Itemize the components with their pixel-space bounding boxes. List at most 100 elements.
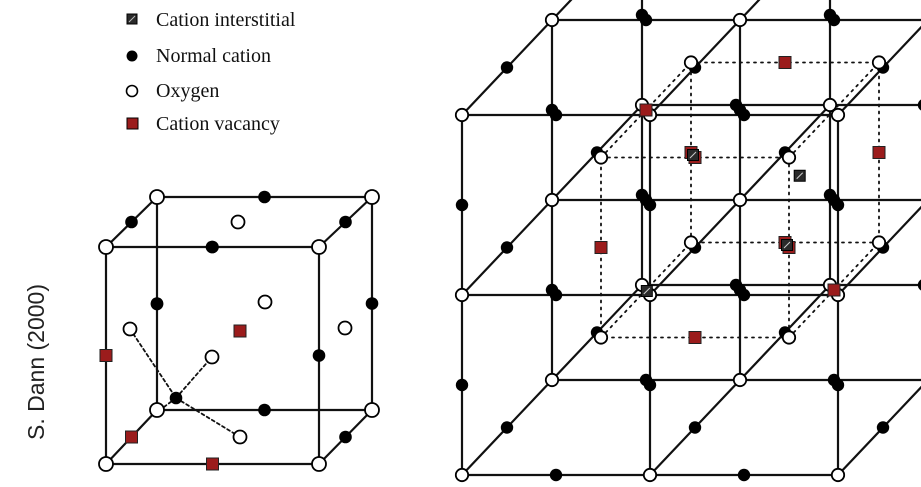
cation-vacancy (827, 283, 841, 297)
oxygen-ion (732, 12, 748, 28)
cation-ion (827, 13, 841, 27)
cation-ion (365, 297, 379, 310)
legend-item-cation-vacancy: Cation vacancy (126, 113, 280, 135)
legend-item-cation-interstitial: Cation interstitial (126, 9, 296, 31)
legend-item-oxygen: Oxygen (125, 80, 219, 102)
cation-ion (312, 349, 326, 362)
lattice-depth-line (836, 25, 921, 117)
cation-ion (688, 421, 702, 434)
cation-ion (917, 279, 921, 291)
oxygen-ion (337, 320, 353, 336)
oxygen-ion (98, 239, 114, 255)
cation-ion (737, 108, 751, 122)
oxygen-ion (642, 467, 658, 483)
oxygen-ion (364, 402, 380, 418)
oxygen-ion (871, 55, 887, 70)
oxygen-ion (830, 467, 846, 483)
oxygen-ion (311, 456, 327, 472)
cation-ion (639, 13, 653, 27)
jump-path (129, 328, 177, 399)
cation-ion (917, 99, 921, 111)
oxygen-ion (98, 456, 114, 472)
cation-interstitial (640, 285, 653, 297)
cation-ion (455, 378, 469, 392)
cation-vacancy (594, 241, 608, 254)
cation-ion (125, 215, 138, 229)
oxygen-ion (683, 55, 699, 70)
cation-ion (549, 468, 563, 482)
large-lattice-block (454, 0, 921, 483)
interstitial-hatch (783, 241, 791, 249)
oxygen-ion (257, 294, 273, 310)
cation-ion (831, 378, 845, 392)
cation-vacancy (206, 457, 219, 471)
oxygen-marker-icon (125, 84, 139, 98)
oxygen-ion (230, 214, 246, 230)
cation-vacancy (99, 349, 113, 362)
oxygen-ion (830, 107, 846, 123)
cation-ion (643, 198, 657, 212)
cation-ion (876, 421, 890, 434)
oxygen-ion (593, 330, 609, 345)
cation-ion (500, 61, 514, 74)
cation-ion (831, 198, 845, 212)
interstitial-hatch (643, 287, 651, 295)
oxygen-ion (454, 287, 470, 303)
cation-interstitial (687, 149, 699, 161)
interstitial-hatch-icon (128, 15, 136, 23)
cation-vacancy (125, 430, 138, 444)
oxygen-ion (544, 12, 560, 28)
cation-ion (339, 215, 352, 229)
cation-ion (549, 288, 563, 302)
oxygen-ion (149, 402, 165, 418)
legend-label: Oxygen (156, 80, 219, 102)
cation-ion (258, 190, 271, 204)
credit-label: S. Dann (2000) (23, 284, 49, 440)
legend-label: Normal cation (156, 45, 271, 67)
oxygen-ion (822, 97, 838, 113)
jump-path (175, 397, 241, 438)
oxygen-ion (122, 321, 138, 337)
oxygen-ion (232, 429, 248, 445)
cation-ion (455, 198, 469, 212)
cation-interstitial (781, 239, 793, 251)
cation-vacancy (688, 331, 702, 344)
legend-label: Cation interstitial (156, 9, 296, 31)
cation-ion (258, 403, 271, 417)
oxygen-ion (781, 330, 797, 345)
oxygen-ion (311, 239, 327, 255)
legend-label: Cation vacancy (156, 113, 280, 135)
oxygen-ion (204, 349, 220, 365)
oxygen-ion (364, 189, 380, 205)
cation-marker-icon (126, 50, 138, 62)
oxygen-ion (683, 235, 699, 250)
cation-vacancy (639, 103, 653, 117)
oxygen-ion (454, 107, 470, 123)
oxygen-ion (871, 235, 887, 250)
interstitial-hatch (689, 151, 697, 159)
cation-ion (549, 108, 563, 122)
oxygen-ion (544, 192, 560, 208)
lattice-depth-line (836, 205, 921, 297)
legend: Cation interstitial Normal cation Oxygen… (125, 9, 296, 135)
cation-ion (339, 430, 352, 444)
legend-item-normal-cation: Normal cation (126, 45, 271, 67)
oxygen-ion (544, 372, 560, 388)
small-unit-cell (98, 189, 380, 472)
cation-ion (500, 241, 514, 254)
cation-ion (205, 240, 219, 254)
interstitial-hatch (796, 172, 804, 180)
cation-ion (169, 391, 183, 405)
oxygen-ion (593, 150, 609, 165)
oxygen-ion (781, 150, 797, 165)
cation-vacancy (778, 56, 792, 69)
oxygen-ion (732, 192, 748, 208)
cation-ion (150, 297, 164, 311)
oxygen-ion (732, 372, 748, 388)
lattice-depth-line (836, 385, 921, 477)
cation-vacancy (872, 146, 886, 159)
cation-ion (500, 421, 514, 434)
vacancy-marker-icon (126, 117, 139, 130)
cation-ion (737, 468, 751, 482)
